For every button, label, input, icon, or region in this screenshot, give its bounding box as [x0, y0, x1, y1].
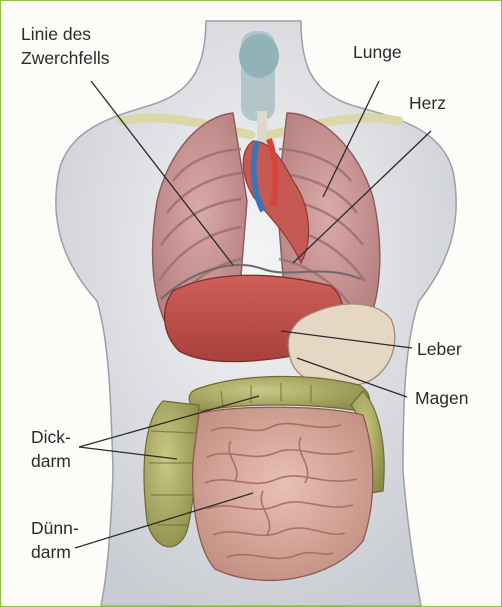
label-diaphragm-line-2: Zwerchfells — [21, 48, 110, 68]
label-large-intestine-2: darm — [31, 451, 71, 471]
small-intestine — [193, 407, 373, 580]
label-heart: Herz — [409, 93, 446, 113]
label-diaphragm-line-1: Linie des — [21, 24, 91, 44]
label-lung: Lunge — [353, 42, 402, 62]
label-small-intestine-1: Dünn- — [31, 518, 79, 538]
label-large-intestine-1: Dick- — [31, 427, 71, 447]
label-liver: Leber — [417, 339, 462, 359]
label-stomach: Magen — [415, 388, 469, 408]
label-small-intestine-2: darm — [31, 542, 71, 562]
